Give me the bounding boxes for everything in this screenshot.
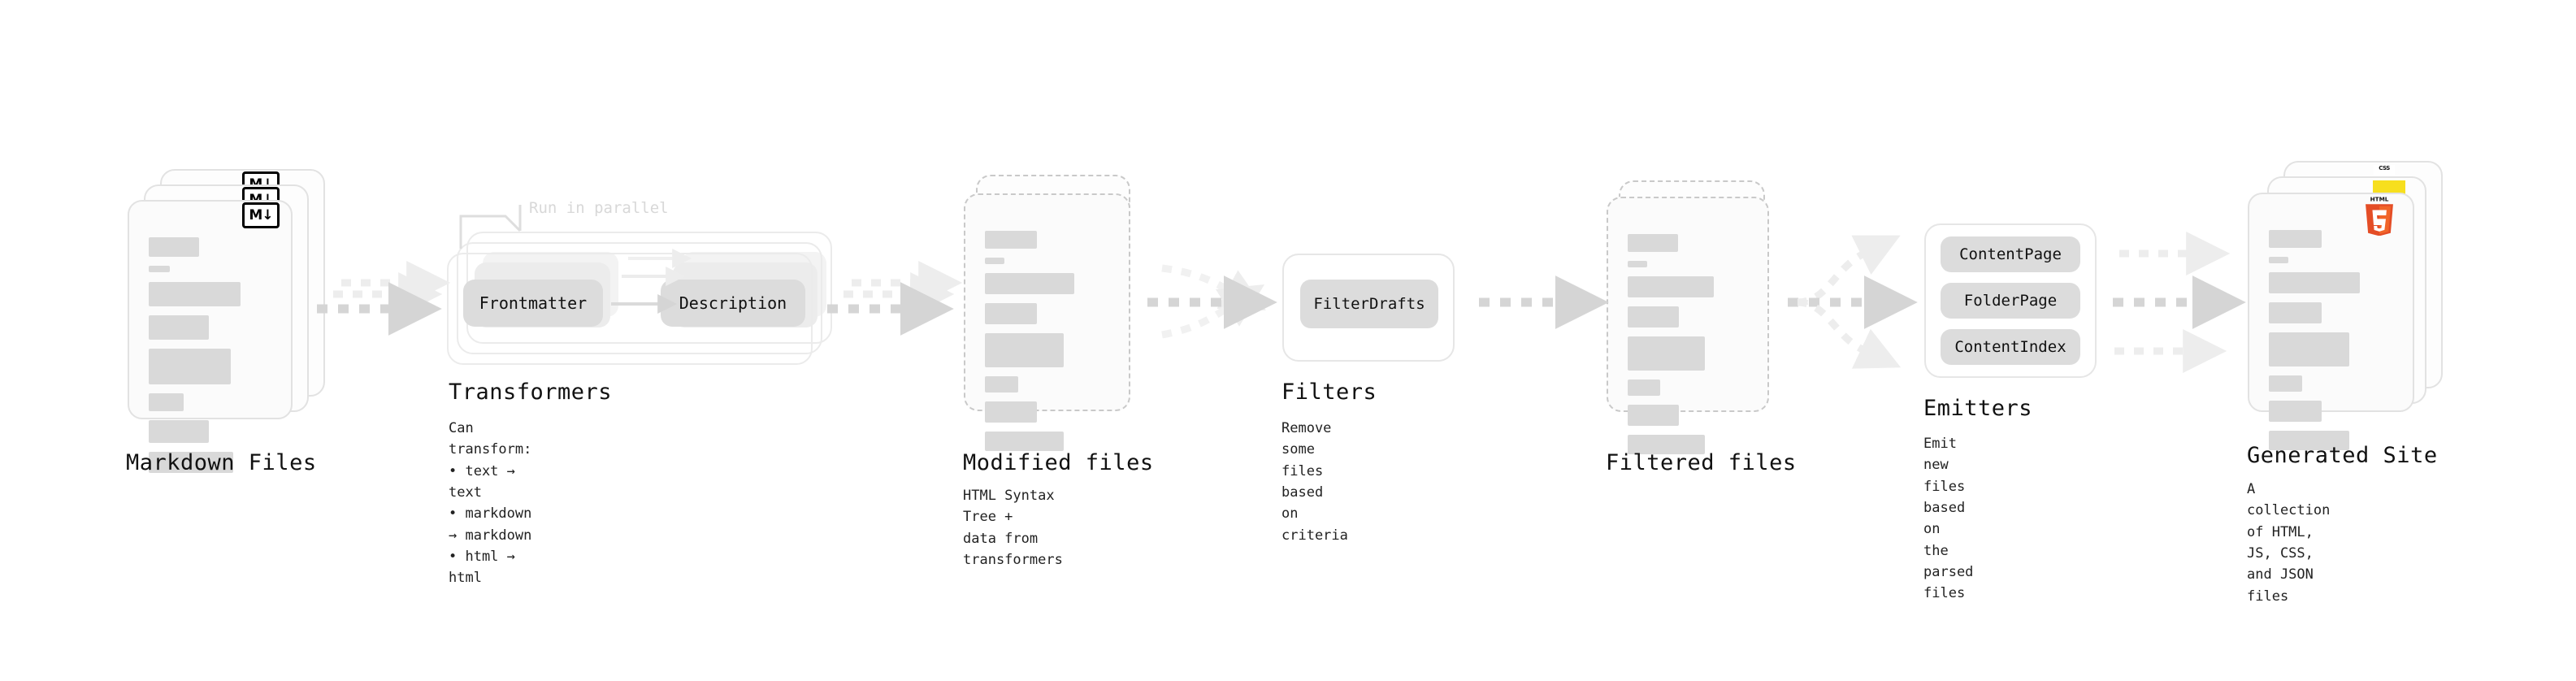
connector-emitters-to-site (2113, 232, 2246, 373)
stage-title-emitters: Emitters (1923, 396, 2033, 421)
stage-title-filtered-files: Filtered files (1606, 450, 1797, 475)
emitter-node-contentindex[interactable]: ContentIndex (1941, 329, 2080, 365)
connector-transformers-to-modified (827, 261, 963, 336)
line (985, 303, 1037, 324)
stage-title-markdown-files: Markdown Files (126, 450, 317, 475)
line (149, 282, 241, 306)
stage-title-generated-site: Generated Site (2247, 443, 2438, 468)
line (1628, 261, 1647, 267)
line (1628, 276, 1714, 297)
line (1628, 336, 1705, 371)
line (985, 273, 1074, 294)
transformer-node-frontmatter[interactable]: Frontmatter (463, 280, 603, 327)
line (1628, 306, 1679, 327)
line (985, 258, 1004, 264)
line (149, 266, 170, 272)
html5-shield-svg: HTML (2366, 195, 2393, 236)
connector-modified-to-filters (1147, 264, 1277, 339)
line (149, 420, 209, 443)
stage-subtitle-filters: Remove some files based on criteria (1281, 420, 1348, 544)
line (1628, 405, 1679, 426)
stage-subtitle-transformers: Can transform: • text → text • markdown … (449, 420, 532, 587)
stage-title-modified-files: Modified files (963, 450, 1154, 475)
line (149, 452, 233, 473)
line (2269, 257, 2288, 263)
line (985, 333, 1064, 367)
filter-node-filterdrafts[interactable]: FilterDrafts (1300, 280, 1438, 328)
transformer-node-description[interactable]: Description (661, 280, 805, 327)
line (149, 315, 209, 340)
emitter-node-contentpage[interactable]: ContentPage (1941, 236, 2080, 272)
modified-card-front (964, 193, 1130, 451)
card-content-lines (2269, 230, 2396, 459)
line (2269, 332, 2349, 367)
line (1628, 234, 1678, 252)
line (985, 432, 1064, 451)
line (2269, 401, 2322, 422)
emitter-node-folderpage[interactable]: FolderPage (1941, 283, 2080, 319)
line (985, 401, 1037, 423)
svg-text:HTML: HTML (2370, 195, 2389, 202)
stage-title-filters: Filters (1281, 380, 1377, 405)
line (2269, 431, 2349, 450)
line (149, 237, 199, 257)
filtered-card-front (1607, 197, 1769, 454)
run-in-parallel-annotation: Run in parallel (529, 199, 669, 217)
markdown-icon: M↓ (242, 202, 280, 228)
line (149, 349, 231, 384)
line (985, 376, 1018, 393)
line (2269, 375, 2302, 392)
line (985, 231, 1037, 249)
card-content-lines (985, 231, 1112, 460)
line (149, 393, 184, 411)
stage-title-transformers: Transformers (449, 380, 613, 405)
connector-filtered-to-emitters (1788, 235, 1918, 369)
card-content-lines (1628, 234, 1751, 463)
card-content-lines (149, 237, 275, 482)
stage-subtitle-emitters: Emit new files based on the parsed files (1923, 436, 1974, 602)
transformer-box-mid (457, 242, 822, 354)
line (1628, 380, 1660, 396)
line (2269, 230, 2322, 248)
line (1628, 435, 1705, 454)
stage-subtitle-modified-files: HTML Syntax Tree + data from transformer… (963, 488, 1063, 569)
html5-icon: HTML (2361, 195, 2397, 236)
transformer-box-front (447, 253, 813, 365)
stage-subtitle-generated-site: A collection of HTML, JS, CSS, and JSON … (2247, 481, 2331, 605)
connector-markdown-to-transformers (317, 261, 451, 336)
line (2269, 272, 2360, 293)
markdown-card-front (128, 200, 293, 473)
line (2269, 302, 2322, 323)
